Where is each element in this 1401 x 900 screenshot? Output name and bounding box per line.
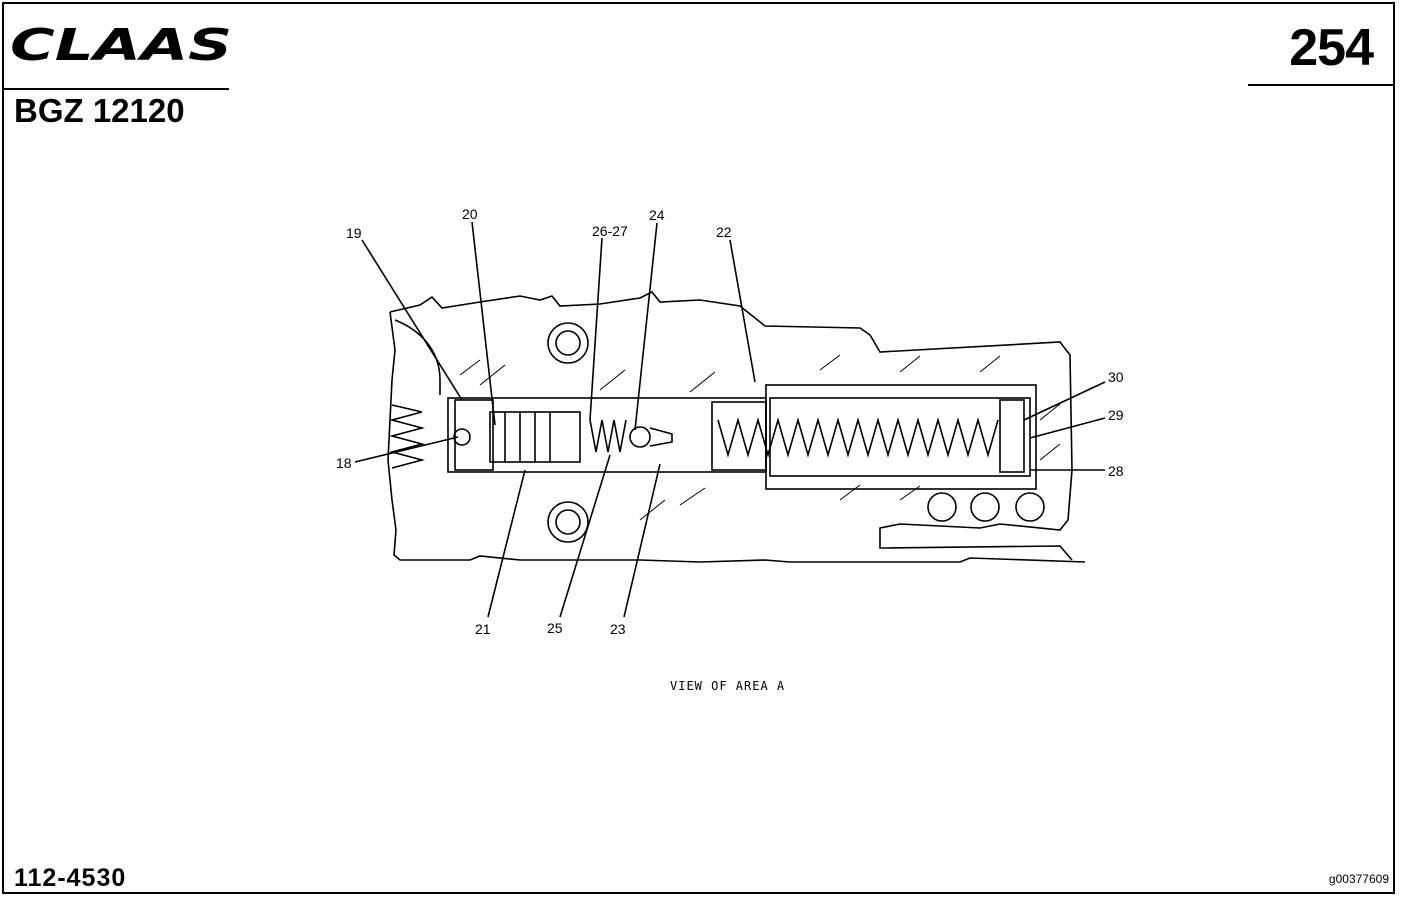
piston-22 (711, 401, 767, 471)
callout-22: 22 (716, 224, 732, 240)
leader-26-27 (589, 237, 603, 421)
diagram-caption: VIEW OF AREA A (670, 679, 785, 693)
svg-text:CLAAS: CLAAS (10, 24, 232, 66)
callout-26-27: 26-27 (592, 223, 628, 239)
leader-18 (354, 436, 459, 463)
right-bore (765, 384, 1037, 490)
leader-20 (471, 221, 496, 426)
callout-28: 28 (1108, 463, 1124, 479)
port-18 (453, 428, 471, 446)
callout-30: 30 (1108, 369, 1124, 385)
page-number: 254 (1289, 19, 1374, 77)
spool-bore (447, 397, 767, 473)
housing-outline (389, 290, 1073, 561)
leader-29 (1029, 417, 1106, 439)
model-code: BGZ 12120 (14, 92, 185, 129)
callout-24: 24 (649, 207, 665, 223)
spring-25 (589, 419, 627, 453)
image-id: g00377609 (1328, 872, 1389, 886)
callout-25: 25 (547, 620, 563, 636)
left-spring (388, 404, 426, 469)
ball-24 (629, 426, 651, 448)
claas-logo: CLAAS (10, 24, 232, 66)
callout-29: 29 (1108, 407, 1124, 423)
leader-21 (487, 469, 526, 618)
leader-30 (1023, 381, 1106, 421)
leader-19 (361, 239, 463, 401)
leader-25 (559, 454, 611, 618)
header-rule-right (1248, 84, 1395, 86)
spring-long (717, 417, 999, 458)
callout-18: 18 (336, 455, 352, 471)
callout-21: 21 (475, 621, 491, 637)
document-number: 112-4530 (14, 864, 127, 892)
left-port-upper (394, 319, 441, 395)
header-rule-left (4, 88, 229, 90)
cap-29 (999, 399, 1025, 473)
callout-20: 20 (462, 206, 478, 222)
callout-23: 23 (610, 621, 626, 637)
lower-port-circle (547, 501, 589, 543)
leader-23 (623, 463, 661, 618)
leader-24 (634, 222, 658, 431)
upper-port-circle (547, 322, 589, 364)
callout-19: 19 (346, 225, 362, 241)
leader-22 (729, 239, 756, 383)
